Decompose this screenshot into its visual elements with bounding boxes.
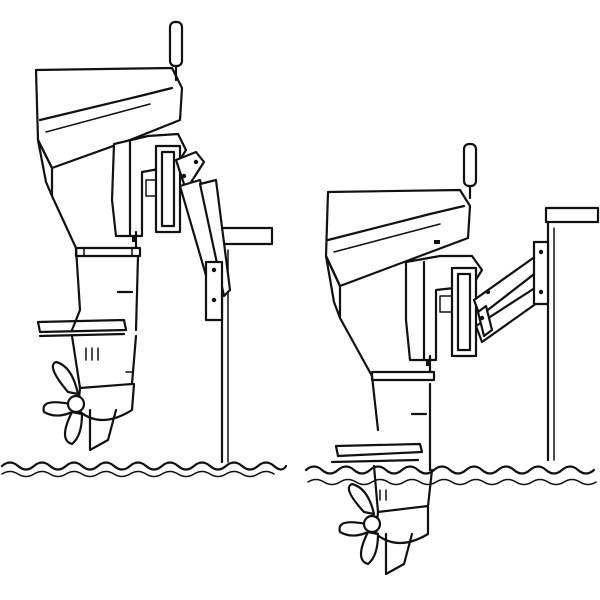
right-cavitation-plate [330, 442, 424, 464]
left-propeller [42, 360, 86, 446]
left-lower-unit [70, 334, 138, 452]
left-mounting-arm [154, 144, 232, 322]
left-boat-transom [218, 226, 274, 464]
left-water-surface [0, 461, 288, 471]
right-panel-lowered-motor [304, 142, 600, 576]
left-panel-raised-motor [0, 20, 288, 478]
right-propeller [338, 482, 382, 566]
left-tiller-handle [168, 20, 184, 82]
right-motor-shaft [338, 316, 436, 472]
right-boat-transom [544, 206, 600, 462]
right-tiller-handle [462, 142, 478, 200]
left-engine-cowling [34, 66, 184, 198]
left-cavitation-plate [36, 318, 128, 338]
left-motor-shaft [50, 194, 142, 332]
right-engine-cowling [324, 188, 472, 320]
right-water-surface [304, 465, 596, 475]
right-mounting-arm [450, 240, 550, 358]
